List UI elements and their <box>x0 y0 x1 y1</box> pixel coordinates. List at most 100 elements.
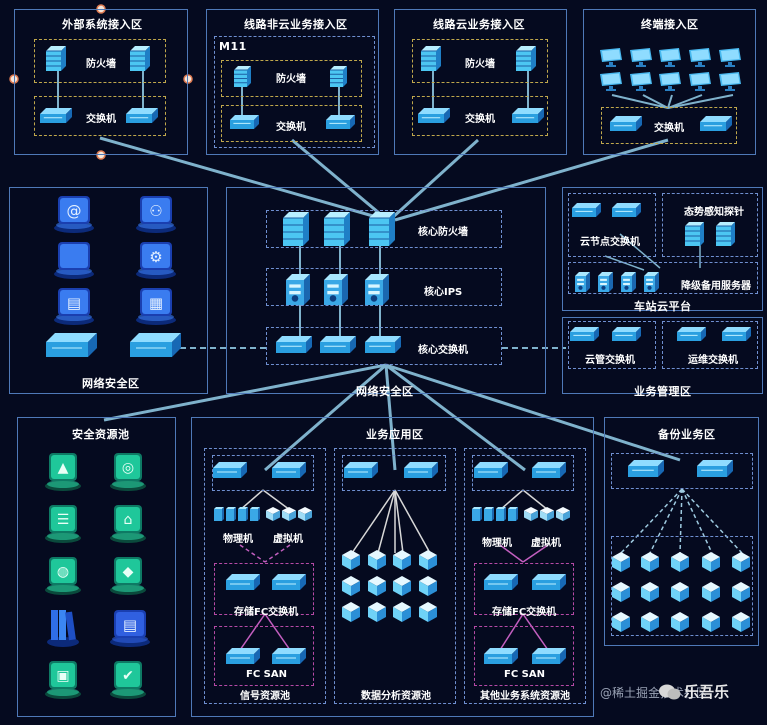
fc-switch-icon <box>272 574 306 590</box>
link-line <box>239 489 264 511</box>
vpn-gateway-icon: ⌂ <box>110 505 146 543</box>
switch-icon <box>213 462 247 478</box>
m11-label: M11 <box>219 40 247 53</box>
user-audit-icon: ⚇ <box>136 196 176 233</box>
physical-machine-icon <box>250 507 260 521</box>
svg-text:▦: ▦ <box>149 294 163 312</box>
link-line <box>390 138 480 220</box>
svg-text:▲: ▲ <box>58 460 69 476</box>
server-icon <box>644 272 659 292</box>
title-line-cloud: 线路云业务接入区 <box>433 18 525 31</box>
title-network-security-core: 网络安全区 <box>356 385 414 398</box>
link-line <box>667 94 734 109</box>
switch-icon <box>326 115 355 129</box>
virtual-machine-icon <box>556 507 570 521</box>
san-icon <box>484 648 518 664</box>
title-external-access: 外部系统接入区 <box>62 18 143 31</box>
group-signal-fc-switch <box>214 563 314 615</box>
group-signal-top-switch <box>212 455 314 491</box>
switch-icon <box>572 203 601 217</box>
backup-cube-icon <box>702 612 720 632</box>
link-line <box>681 488 743 554</box>
switch-icon <box>404 462 438 478</box>
group-signal-pool <box>204 448 326 704</box>
firewall-icon <box>46 46 66 71</box>
link-line <box>499 544 524 563</box>
virtual-machine-icon <box>282 507 296 521</box>
core-switch-icon <box>276 336 312 353</box>
svg-text:⚇: ⚇ <box>149 202 162 220</box>
switch-icon <box>570 327 599 341</box>
group-ext-switch <box>34 96 166 136</box>
compute-cube-icon <box>342 576 360 596</box>
label-core-firewall: 核心防火墙 <box>418 227 468 238</box>
security-switch-icon <box>46 333 97 357</box>
compute-cube-icon <box>419 576 437 596</box>
group-situation-probe <box>662 193 758 257</box>
link-line <box>499 489 524 511</box>
switch-icon <box>474 462 508 478</box>
switch-icon <box>230 115 259 129</box>
core-switch-icon <box>320 336 356 353</box>
server-icon <box>575 272 590 292</box>
zone-external-access <box>14 9 188 155</box>
label-other-pool: 其他业务系统资源池 <box>480 691 570 702</box>
switch-icon <box>344 462 378 478</box>
zone-backup-business <box>604 417 759 646</box>
firewall-badge-icon: ▦ <box>136 288 176 325</box>
link-line <box>291 138 386 220</box>
svg-text:◆: ◆ <box>123 564 134 580</box>
group-cloud-firewall <box>412 39 548 83</box>
backup-cube-icon <box>612 612 630 632</box>
zone-network-security-core <box>226 187 546 394</box>
switch-icon <box>612 327 641 341</box>
link-line <box>620 488 683 554</box>
switch-icon <box>722 327 751 341</box>
zone-terminal-access <box>583 9 756 155</box>
firewall-icon <box>130 46 150 71</box>
link-line <box>522 613 549 651</box>
backup-cube-icon <box>641 612 659 632</box>
title-backup-business: 备份业务区 <box>658 428 716 441</box>
watermark-site: @稀土掘金技术社区 <box>600 686 709 700</box>
svg-text:⌂: ⌂ <box>124 512 133 528</box>
svg-text:▣: ▣ <box>56 668 69 684</box>
group-noncloud-switch <box>221 105 362 142</box>
link-line <box>351 489 396 554</box>
link-line <box>103 363 387 422</box>
anchor-dot <box>183 74 193 84</box>
label-other-virtual: 虚拟机 <box>531 538 561 549</box>
monitor-icon <box>630 48 652 67</box>
group-cloud-mgmt-switch <box>568 321 656 369</box>
switch-icon <box>532 462 566 478</box>
san-icon <box>226 648 260 664</box>
anchor-dot <box>96 150 106 160</box>
label-ext-firewall: 防火墙 <box>86 59 116 70</box>
log-audit-icon: ▤ <box>54 288 94 325</box>
label-signal-fc-san: FC SAN <box>246 669 287 680</box>
backup-cube-icon <box>671 612 689 632</box>
firewall-icon <box>516 46 536 71</box>
link-line <box>394 489 404 554</box>
label-other-physical: 物理机 <box>482 538 512 549</box>
backup-cube-icon <box>702 552 720 572</box>
group-core-switch <box>266 327 502 365</box>
group-noncloud-m11 <box>214 36 375 148</box>
backup-cube-icon <box>702 582 720 602</box>
link-line <box>394 489 431 554</box>
group-other-top-switch <box>472 455 574 491</box>
label-other-fc-san: FC SAN <box>504 669 545 680</box>
compute-cube-icon <box>419 550 437 570</box>
compute-cube-icon <box>342 550 360 570</box>
svg-text:◎: ◎ <box>122 460 134 476</box>
virtual-machine-icon <box>540 507 554 521</box>
monitor-icon <box>689 48 711 67</box>
group-ops-switch <box>662 321 758 369</box>
group-ext-firewall <box>34 39 166 83</box>
compute-cube-icon <box>368 550 386 570</box>
group-data-top-switch <box>342 455 446 491</box>
switch-icon <box>628 460 664 477</box>
san-icon <box>532 648 566 664</box>
firewall-icon <box>421 46 441 71</box>
